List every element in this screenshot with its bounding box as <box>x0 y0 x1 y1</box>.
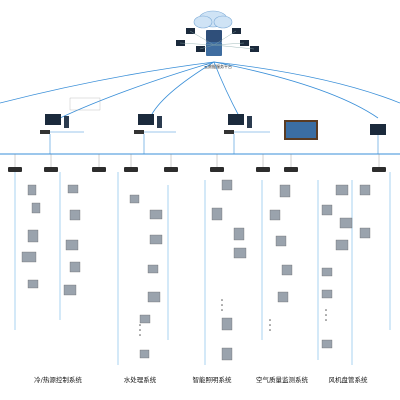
video-wall-screen <box>286 122 316 138</box>
device-icon <box>321 204 333 216</box>
device-icon <box>27 229 39 243</box>
bus-drops <box>49 134 379 154</box>
controller-stubs <box>14 154 380 167</box>
device-icon <box>359 184 371 196</box>
device-icon <box>233 227 245 241</box>
cloud-platform: 云数据服务平台 <box>193 10 233 69</box>
device-icon <box>211 207 223 221</box>
workstation-icon <box>240 40 249 46</box>
device-icon <box>27 279 39 289</box>
pc-tower-icon <box>64 116 69 128</box>
device-icon <box>149 234 163 245</box>
device-icon <box>31 202 41 214</box>
pc-tower-icon <box>247 116 252 128</box>
management-station-3 <box>224 114 318 140</box>
controller-icon <box>284 167 298 172</box>
device-icon <box>67 184 79 194</box>
monitor-icon <box>138 114 154 125</box>
device-icon <box>21 251 37 263</box>
device-icon <box>335 239 349 251</box>
system-label-air-quality: 空气质量监测系统 <box>256 375 309 384</box>
device-icon <box>321 289 333 299</box>
device-icon <box>147 291 161 303</box>
management-station-1 <box>40 97 101 134</box>
controller-icon <box>44 167 58 172</box>
device-icon <box>139 314 151 324</box>
monitor-icon <box>228 114 244 125</box>
uplink-lines <box>0 61 400 119</box>
cloud-icon <box>193 10 233 29</box>
device-icon <box>149 209 163 220</box>
system-label-cooling-heating: 冷/热源控制系统 <box>34 375 82 384</box>
cloud-links <box>179 30 255 50</box>
device-icon <box>139 349 150 359</box>
device-icon <box>69 209 81 221</box>
controller-icon <box>210 167 224 172</box>
device-icon <box>339 217 353 229</box>
pc-tower-icon <box>157 116 162 128</box>
device-icon <box>321 267 333 277</box>
device-trunks <box>14 172 391 365</box>
device-icon <box>321 339 333 349</box>
system-labels: 冷/热源控制系统 水处理系统 智能照明系统 空气质量监测系统 风机盘管系统 <box>34 375 368 384</box>
monitor-icon <box>370 124 386 135</box>
management-station-2 <box>134 114 176 134</box>
workstation-icon <box>232 28 241 34</box>
device-icon <box>129 194 140 204</box>
controller-icon <box>372 167 386 172</box>
controller-icon <box>8 167 22 172</box>
bus-controllers <box>8 167 386 172</box>
monitor-icon <box>45 114 61 125</box>
server-rack-icon <box>206 42 222 56</box>
device-icon <box>277 291 289 303</box>
station-note <box>69 97 101 111</box>
field-devices <box>21 179 371 361</box>
device-icon <box>221 317 233 331</box>
device-icon <box>65 239 79 251</box>
controller-icon <box>256 167 270 172</box>
continuation-dots <box>139 299 327 336</box>
device-icon <box>233 247 247 259</box>
device-icon <box>27 184 37 196</box>
switch-icon <box>40 130 50 134</box>
system-label-smart-lighting: 智能照明系统 <box>193 375 233 384</box>
system-label-water-treatment: 水处理系统 <box>124 375 157 384</box>
device-icon <box>63 284 77 296</box>
workstation-icon <box>250 46 259 52</box>
controller-icon <box>164 167 178 172</box>
management-tier <box>40 97 386 140</box>
switch-icon <box>134 130 144 134</box>
device-icon <box>359 227 371 239</box>
controller-icon <box>92 167 106 172</box>
device-icon <box>269 209 281 221</box>
device-icon <box>69 261 81 273</box>
system-label-fan-coil: 风机盘管系统 <box>329 375 369 384</box>
switch-icon <box>224 130 234 134</box>
device-icon <box>335 184 349 196</box>
management-station-4 <box>370 124 386 135</box>
controller-icon <box>124 167 138 172</box>
device-icon <box>275 235 287 247</box>
device-icon <box>147 264 159 274</box>
workstation-icon <box>186 28 195 34</box>
server-rack-icon <box>206 30 222 42</box>
cloud-platform-label: 云数据服务平台 <box>204 63 232 69</box>
device-icon <box>221 347 233 361</box>
device-icon <box>279 184 291 198</box>
device-icon <box>281 264 293 276</box>
device-icon <box>221 179 233 191</box>
